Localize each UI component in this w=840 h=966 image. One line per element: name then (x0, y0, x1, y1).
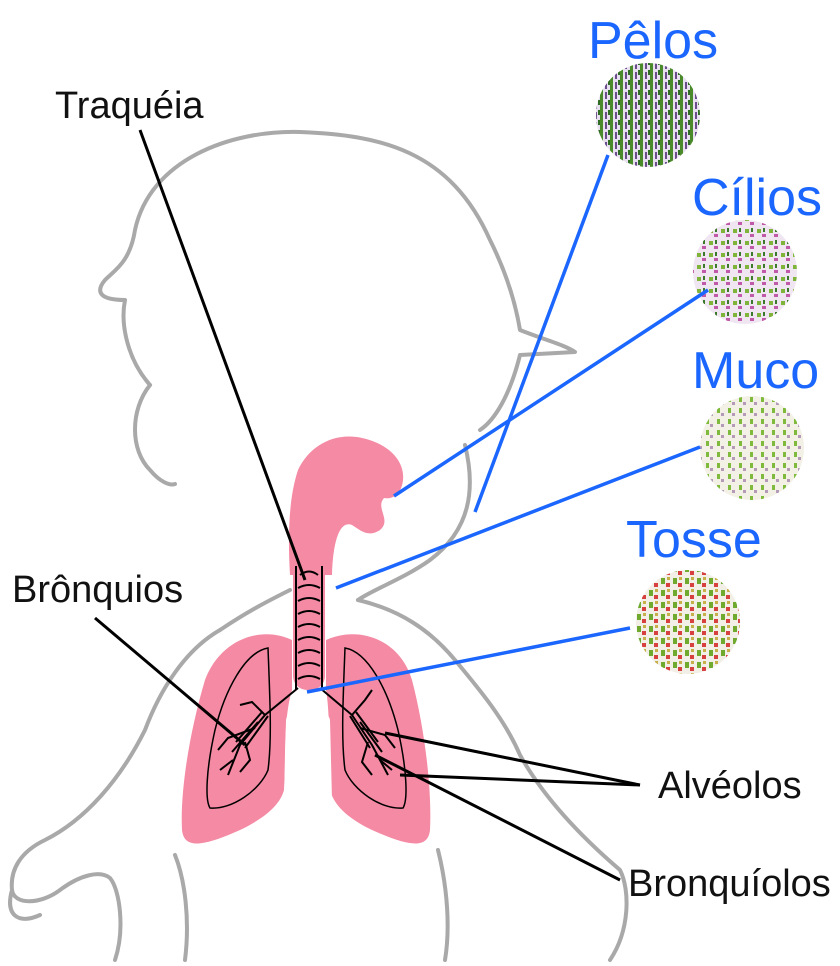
torso-lower-outline (175, 850, 448, 960)
pelos-thumbnail (596, 63, 700, 167)
face-outline (135, 385, 175, 484)
cilios-thumbnail (693, 220, 797, 324)
cilios-leader (394, 290, 708, 496)
label-pelos: Pêlos (588, 12, 718, 70)
traqueia-leader (140, 130, 305, 580)
label-alveolos: Alvéolos (658, 765, 802, 807)
tosse-thumbnail (636, 570, 740, 674)
label-tosse: Tosse (626, 511, 762, 569)
label-bronquiolos: Bronquíolos (628, 863, 831, 905)
label-traqueia: Traquéia (55, 85, 204, 127)
label-bronquios: Brônquios (12, 569, 183, 611)
label-cilios: Cílios (692, 169, 822, 227)
heart-notch (284, 705, 332, 800)
muco-thumbnail (700, 396, 804, 500)
head-and-cap-outline (100, 132, 575, 430)
pelos-leader (475, 155, 608, 512)
label-muco: Muco (692, 342, 819, 400)
nasal-throat-passage (289, 437, 403, 575)
